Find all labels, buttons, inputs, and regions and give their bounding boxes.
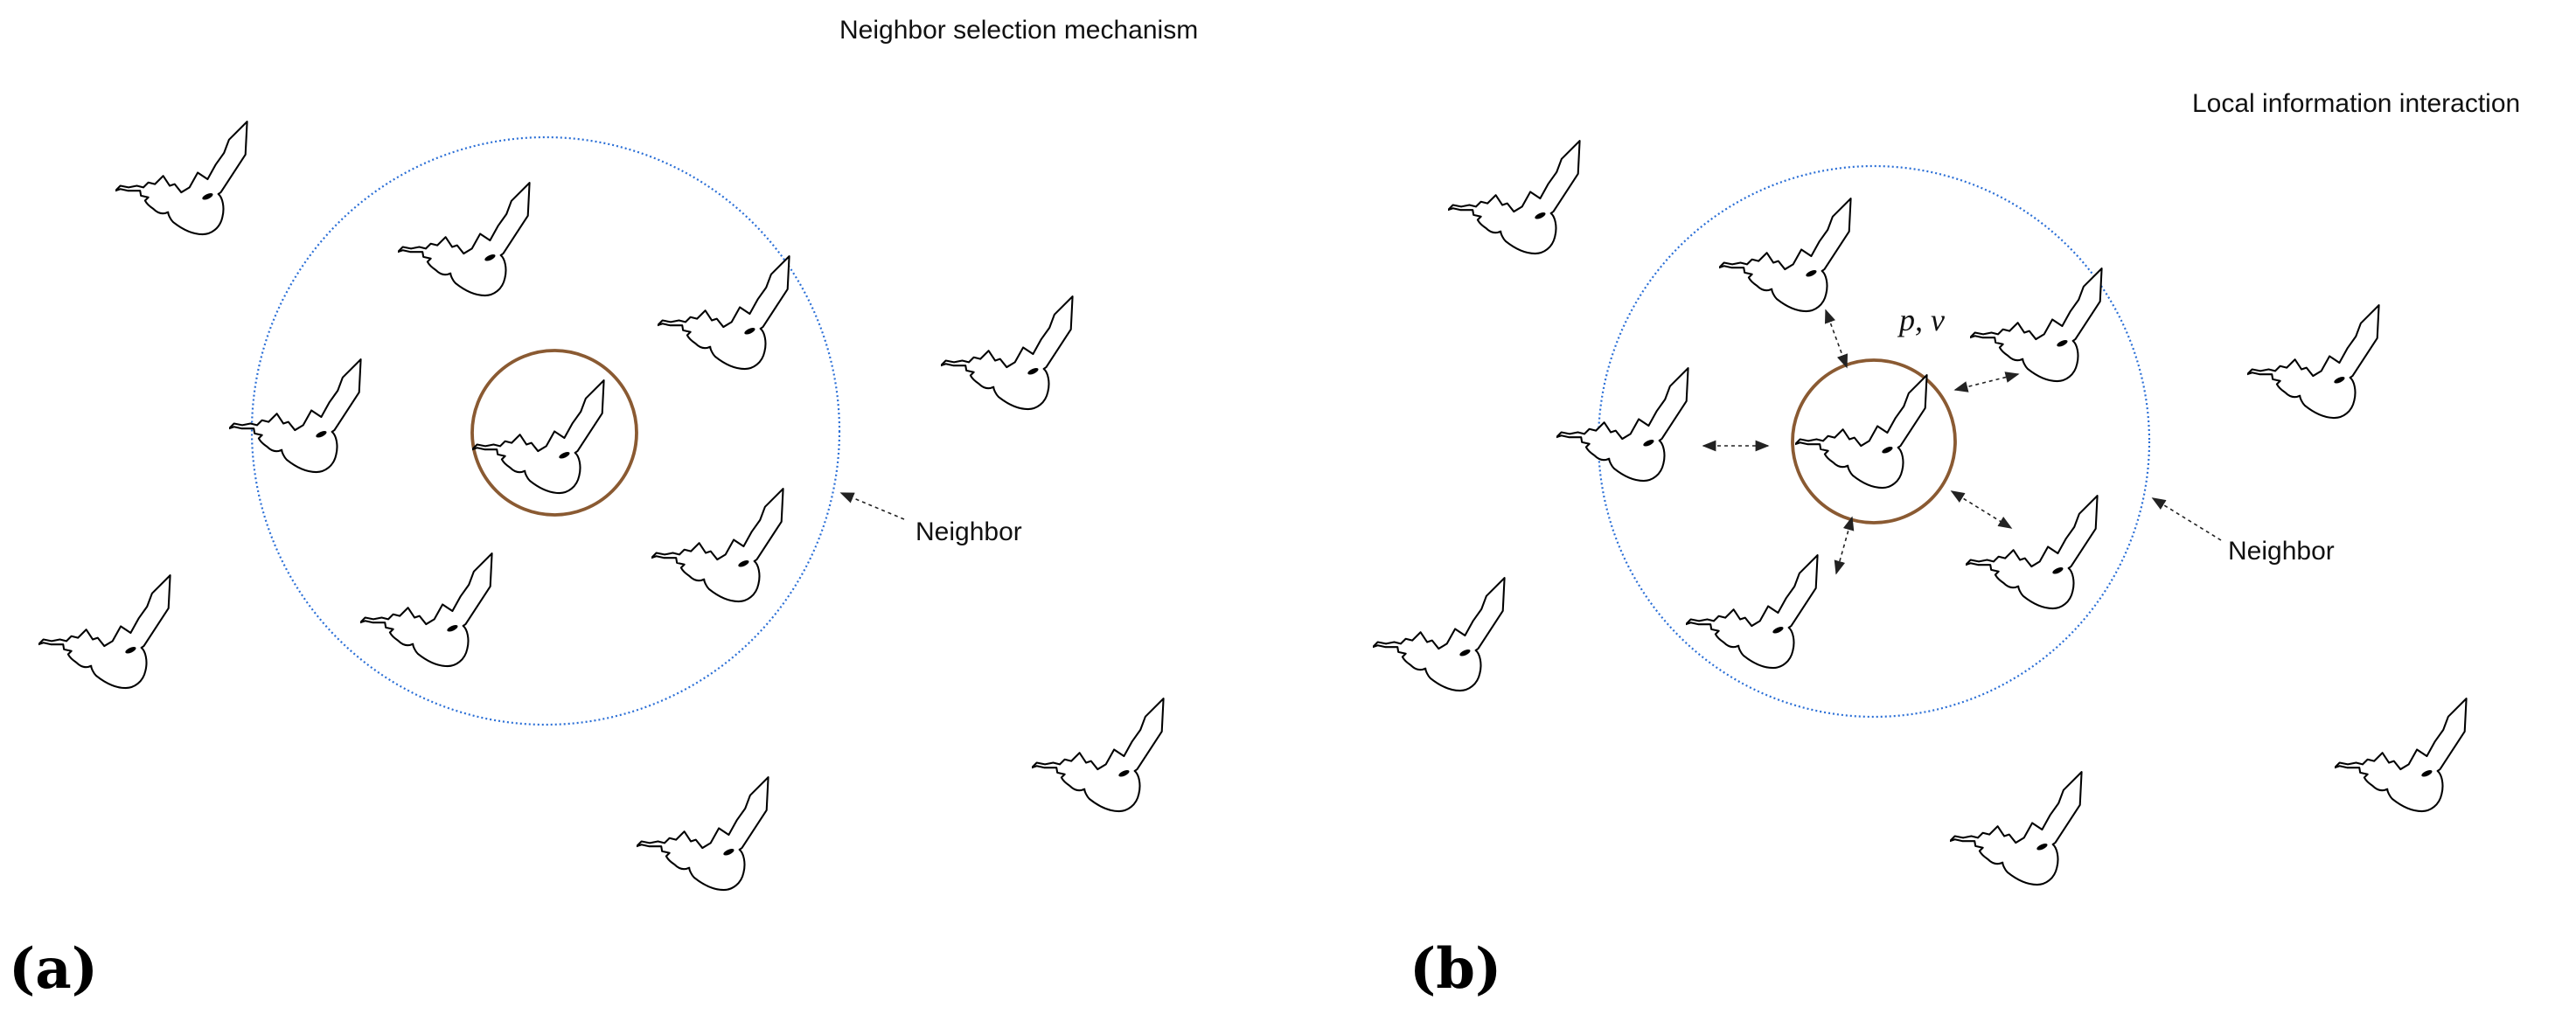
focal-circle-a [470,349,638,517]
panel-a-tag: (a) [9,936,98,1002]
bird-icon [1795,374,1928,490]
bird-icon [1950,771,2083,886]
bird-icon [472,379,605,495]
panel-a-title: Neighbor selection mechanism [839,16,1198,45]
bird-icon [1719,198,1852,313]
bird-icon [1966,495,2099,610]
bird-icon [229,358,362,474]
bird-icon [658,255,790,371]
bird-icon [115,121,248,236]
bird-icon [651,488,784,603]
bird-icon [398,182,531,297]
bird-icon [2335,698,2468,813]
bird-icon [1970,267,2103,383]
interaction-arrow [1834,516,1855,575]
interaction-arrow [1824,309,1848,369]
bird-icon [1686,554,1819,670]
neighbor-label-b: Neighbor [2228,537,2335,566]
neighbor-pointer-arrow-b [2151,497,2222,541]
bird-icon [941,295,1074,411]
interaction-arrow [1950,490,2013,529]
bird-icon [38,574,171,690]
focal-circle-b [1791,358,1957,524]
bird-icon [637,776,769,892]
bird-icon [360,552,493,668]
bird-icon [1448,140,1581,255]
interaction-arrow [1953,372,2020,392]
panel-a: Neighbor selection mechanism Neighbor (a… [9,16,1198,1002]
neighbor-pointer-arrow-a [839,492,905,520]
shared-state-label: p, v [1897,302,1945,337]
neighborhood-circle-b [1597,164,2151,719]
panel-b: Local information interaction p, v Neigh… [1373,89,2520,1002]
bird-icon [1032,698,1165,813]
panel-b-tag: (b) [1410,936,1501,1002]
bird-icon [1556,367,1689,483]
bird-icon [2247,304,2380,420]
neighbor-label-a: Neighbor [916,517,1022,546]
panel-b-title: Local information interaction [2192,89,2520,118]
neighborhood-circle-a [250,135,841,726]
bird-icon [1373,577,1506,692]
